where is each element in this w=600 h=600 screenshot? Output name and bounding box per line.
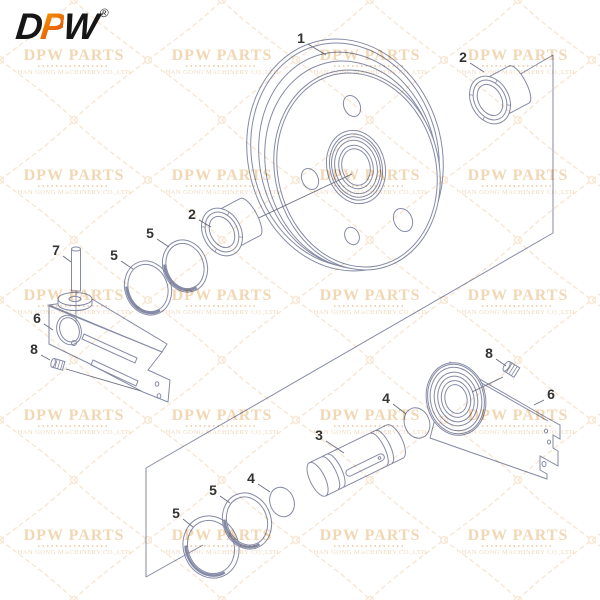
dpw-logo: DPW® <box>14 6 110 48</box>
callout-number-8: 8 <box>30 341 38 357</box>
callout-leader-4 <box>257 483 271 493</box>
callout-number-5: 5 <box>146 225 154 241</box>
callout-number-1: 1 <box>297 30 305 46</box>
callout-leader-8 <box>495 358 507 367</box>
callout-leader-6 <box>533 399 545 406</box>
bracket-left <box>47 246 171 403</box>
callout-leader-7 <box>62 255 72 263</box>
bushing-upper <box>469 65 532 125</box>
callout-leader-5 <box>156 238 170 248</box>
callout-number-2: 2 <box>188 206 196 222</box>
callout-number-4: 4 <box>382 390 390 406</box>
callout-number-6: 6 <box>33 310 41 326</box>
callout-number-5: 5 <box>209 482 217 498</box>
callout-number-2: 2 <box>459 49 467 65</box>
callout-leader-5 <box>120 260 134 270</box>
seal-rings-upper <box>123 239 209 316</box>
callout-leader-4 <box>392 403 407 415</box>
callout-number-3: 3 <box>315 427 323 443</box>
bracket-right <box>425 360 561 480</box>
registered-trademark-symbol: ® <box>99 6 110 20</box>
logo-letter-w: W <box>61 6 99 47</box>
callout-leader-2 <box>469 62 485 73</box>
plug-left <box>50 357 66 371</box>
callout-leader-8 <box>40 354 51 361</box>
bushing-middle <box>201 197 263 257</box>
callout-number-5: 5 <box>110 247 118 263</box>
callout-number-7: 7 <box>52 242 60 258</box>
callout-number-4: 4 <box>247 470 255 486</box>
callout-number-6: 6 <box>547 386 555 402</box>
callout-number-5: 5 <box>172 505 180 521</box>
wheel-drum <box>246 38 444 272</box>
plug-right <box>502 360 521 378</box>
callout-number-8: 8 <box>485 345 493 361</box>
